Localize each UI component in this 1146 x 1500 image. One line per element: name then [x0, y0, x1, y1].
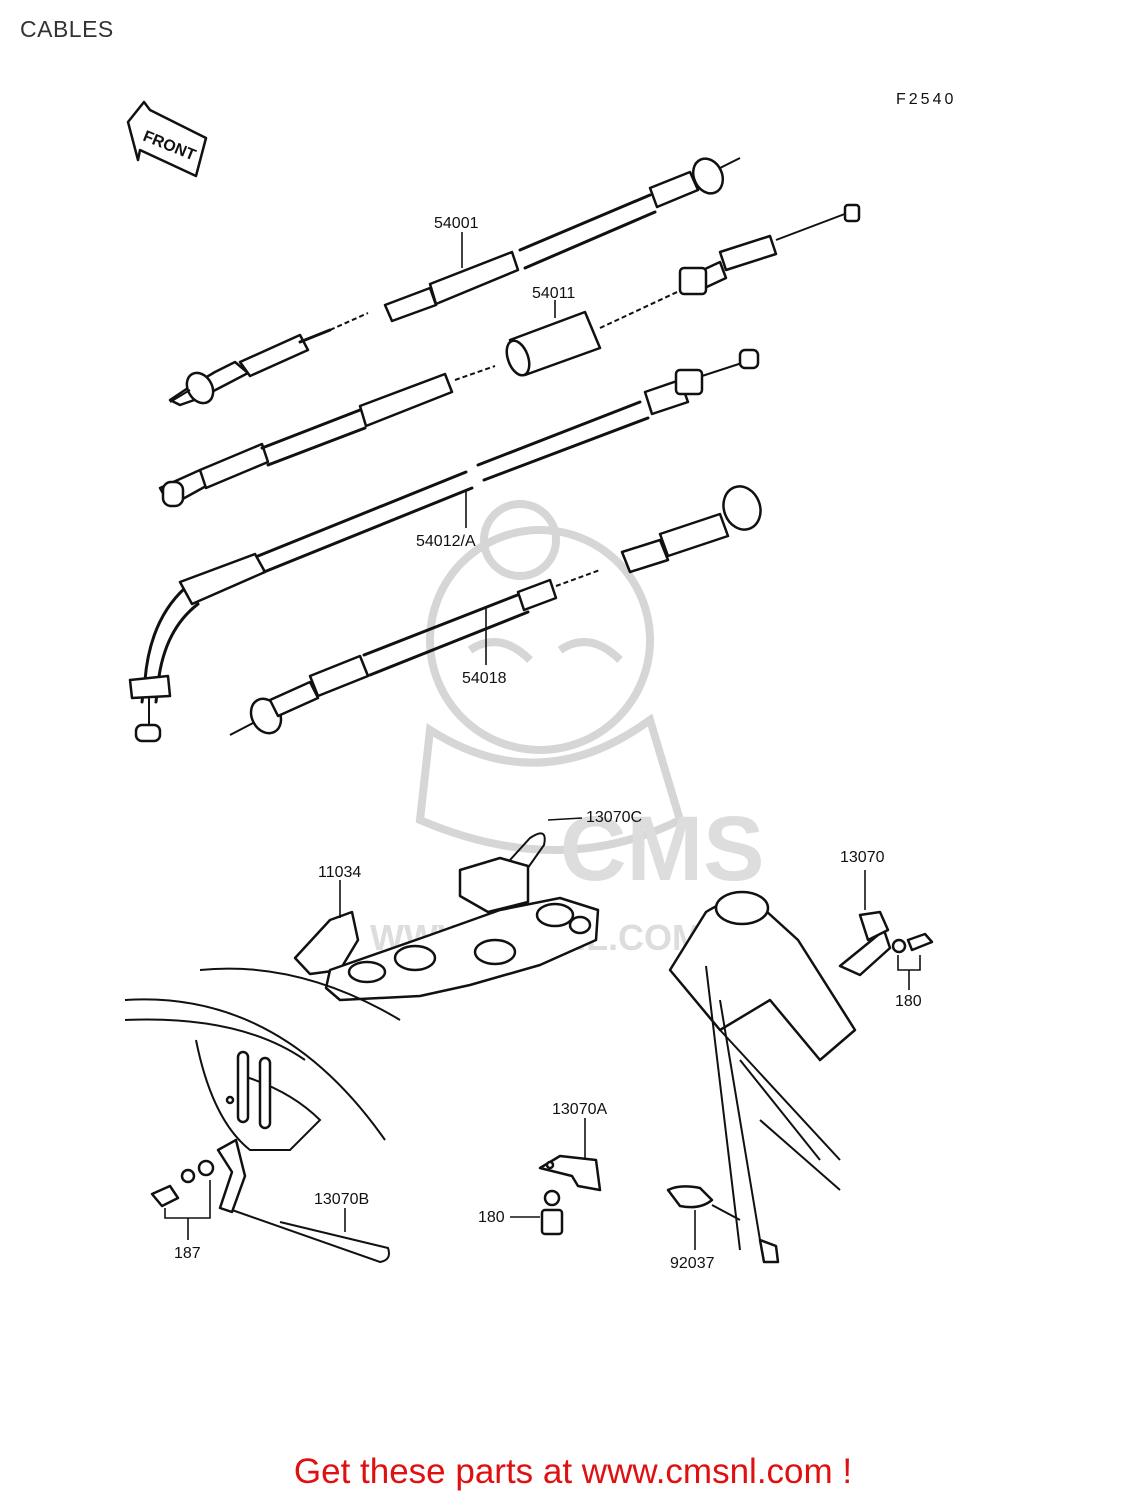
callout-54012: 54012/A: [416, 533, 476, 550]
cable-54001[interactable]: [168, 154, 741, 408]
clamp-13070c[interactable]: [458, 832, 546, 914]
promo-link[interactable]: Get these parts at www.cmsnl.com !: [293, 1452, 853, 1491]
callout-54001: 54001: [434, 215, 479, 232]
bolt-180-upper[interactable]: [891, 932, 934, 954]
front-fender: [124, 967, 401, 1151]
front-arrow-icon: FRONT: [126, 100, 208, 178]
bolt-180-lower[interactable]: [540, 1189, 564, 1236]
callout-180-lower: 180: [478, 1209, 505, 1226]
bracket-13070b[interactable]: [216, 1138, 390, 1264]
watermark-logo: CMS WWW.CMSNL.COM: [370, 500, 764, 958]
cable-54012[interactable]: [128, 348, 760, 743]
parts-diagram: CMS WWW.CMSNL.COM F2540 FRONT 54001: [124, 91, 956, 1272]
callout-13070b: 13070B: [314, 1191, 369, 1208]
figure-code: F2540: [896, 91, 956, 108]
leader-180-upper: [897, 955, 921, 971]
callout-13070a: 13070A: [552, 1101, 607, 1118]
callout-11034: 11034: [318, 864, 361, 881]
callout-13070: 13070: [840, 849, 885, 866]
watermark-brand: CMS: [560, 798, 764, 900]
page-title: CABLES: [20, 16, 114, 42]
cable-54011[interactable]: [158, 203, 861, 508]
frame-head: [668, 890, 857, 1251]
callout-13070c: 13070C: [586, 809, 642, 826]
bracket-11034[interactable]: [293, 896, 600, 1002]
bolt-187-set[interactable]: [150, 1159, 215, 1208]
clamp-92037[interactable]: [666, 1185, 780, 1264]
cable-54018[interactable]: [229, 481, 766, 738]
callout-187: 187: [174, 1245, 201, 1262]
callout-54011: 54011: [532, 285, 575, 302]
leader-13070c: [547, 817, 583, 821]
callout-180-upper: 180: [895, 993, 922, 1010]
callout-92037: 92037: [670, 1255, 715, 1272]
callout-54018: 54018: [462, 670, 507, 687]
bracket-13070[interactable]: [838, 910, 892, 977]
bracket-13070a[interactable]: [538, 1154, 602, 1192]
